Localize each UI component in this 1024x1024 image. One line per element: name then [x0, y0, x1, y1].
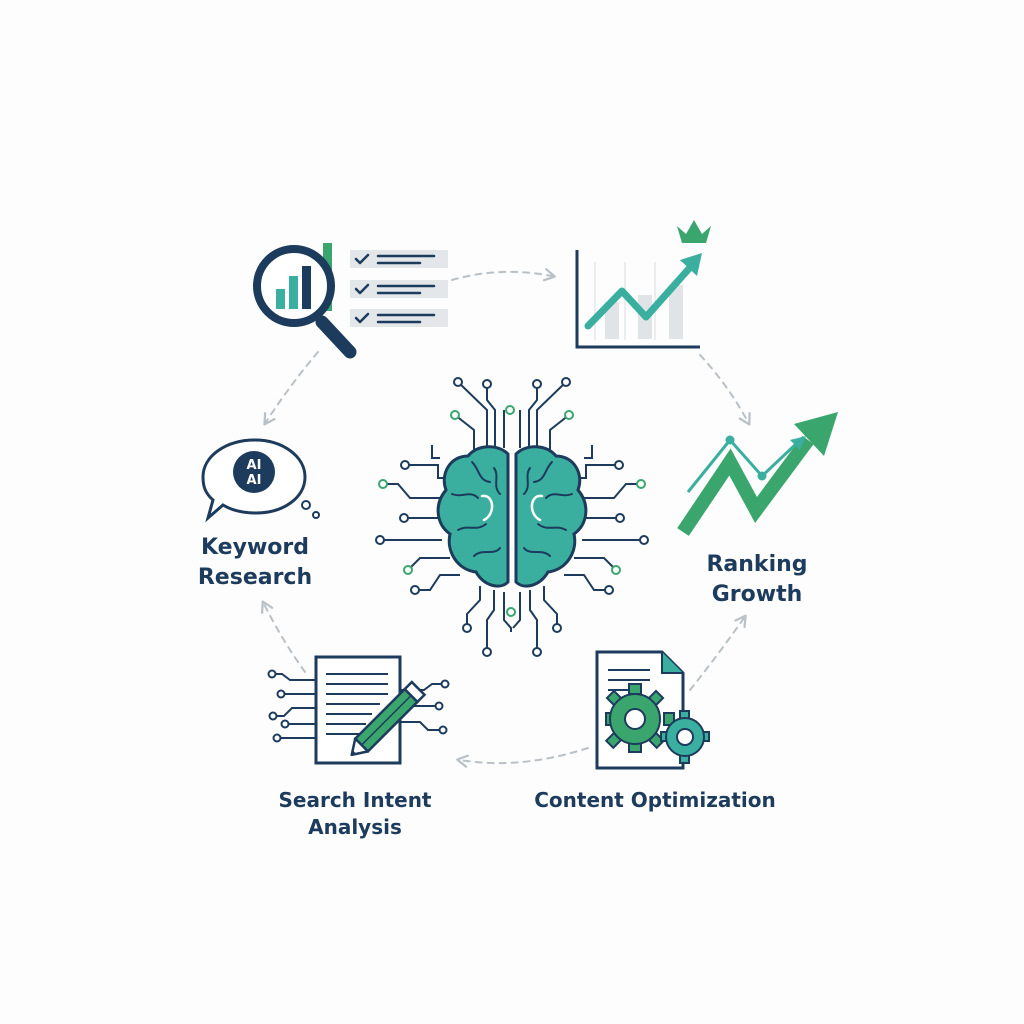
content-optimization-label-line1: Content Optimization — [534, 788, 776, 812]
speech-bubble-ai-icon: AI AI — [201, 438, 320, 523]
crown-icon — [677, 220, 711, 243]
search-intent-analysis-label-line2: Analysis — [308, 815, 402, 839]
connector-top — [451, 268, 556, 282]
keyword-research-label-line2: Research — [197, 564, 313, 590]
circuit-nodes — [375, 377, 649, 657]
gear-small-icon — [660, 710, 710, 764]
document-pencil-circuit-icon — [267, 655, 450, 765]
search-intent-analysis-label: Search Intent Analysis — [255, 787, 455, 840]
brain-left-hemisphere — [436, 445, 510, 588]
content-optimization-label: Content Optimization — [520, 787, 790, 813]
connector-bottom — [456, 747, 589, 768]
ai-brain-circuit-icon — [375, 377, 649, 657]
brain-hemispheres — [436, 445, 588, 588]
crowned-growth-chart-icon — [575, 220, 711, 349]
connector-left-lower — [261, 600, 306, 673]
trending-up-arrow-icon — [677, 412, 838, 536]
document-gears-icon — [595, 650, 710, 770]
ranking-growth-label-line2: Growth — [711, 581, 803, 607]
circuit-traces — [380, 381, 644, 652]
gear-icon — [604, 683, 675, 753]
brain-right-hemisphere — [514, 445, 588, 588]
keyword-research-label: Keyword Research — [175, 534, 335, 592]
search-intent-analysis-label-line1: Search Intent — [278, 788, 432, 812]
bubble-text-line1: AI — [247, 458, 262, 473]
keyword-research-label-line1: Keyword — [201, 535, 309, 560]
ranking-growth-label: Ranking Growth — [677, 551, 837, 609]
connector-left-upper — [263, 351, 319, 426]
connector-top-right — [699, 354, 751, 426]
cycle-connectors — [261, 268, 751, 768]
bubble-text-line2: AI — [247, 473, 262, 488]
magnifier-checklist-icon — [253, 243, 448, 359]
pencil-icon — [350, 680, 427, 757]
checklist — [350, 250, 448, 327]
connector-right-lower — [689, 614, 747, 691]
ranking-growth-label-line1: Ranking — [706, 552, 808, 577]
